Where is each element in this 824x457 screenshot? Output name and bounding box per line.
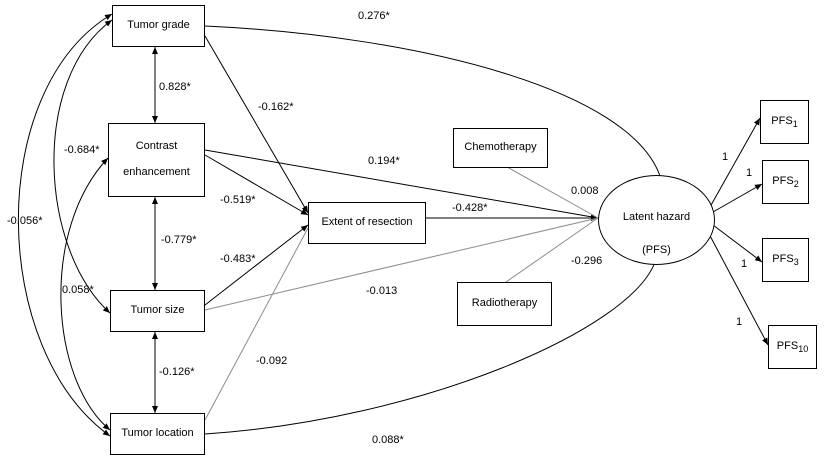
chemotherapy-label: Chemotherapy [464,141,537,154]
coef-grade-contrast: 0.828* [159,81,191,93]
latent-hazard-label-line1: Latent hazard [622,211,691,223]
edge-contrast-hazard [204,149,599,220]
coef-grade-size: -0.684* [64,144,100,156]
node-tumor-grade: Tumor grade [112,5,205,47]
radiotherapy-label: Radiotherapy [471,297,538,310]
coef-hazard-pfs1: 1 [722,151,729,163]
coef-grade-location: -0.056* [7,215,43,227]
pfs1-label: PFS1 [771,114,798,129]
node-pfs1: PFS1 [760,100,809,144]
coef-grade-hazard: 0.276* [358,10,390,22]
coef-eor-hazard: -0.428* [452,202,488,214]
edge-size-hazard [204,217,599,311]
edge-grade-hazard [204,25,661,177]
tumor-location-label: Tumor location [121,427,194,440]
coef-grade-eor: -0.162* [258,101,294,113]
node-chemotherapy: Chemotherapy [453,128,548,168]
pfs2-label: PFS2 [772,174,799,189]
edge-size-eor [204,224,309,306]
coef-size-eor: -0.483* [220,253,256,265]
coef-contrast-hazard: 0.194* [368,155,400,167]
coef-location-hazard: 0.088* [372,434,404,446]
edge-contrast-eor [204,154,309,216]
pfs3-label: PFS3 [772,252,799,267]
node-radiotherapy: Radiotherapy [457,282,552,326]
pfs10-label: PFS10 [776,339,809,354]
node-contrast-enhancement: Contrast enhancement [108,123,205,197]
edge-hazard-pfs1 [709,117,761,208]
coef-location-eor: -0.092 [256,355,288,367]
node-tumor-location: Tumor location [110,413,205,455]
coef-contrast-location: 0.058* [62,284,94,296]
contrast-label-line2: enhancement [123,166,190,179]
edge-hazard-pfs10 [707,231,769,346]
edge-grade-location [17,13,113,437]
coef-radio-hazard: -0.296 [571,255,603,267]
tumor-size-label: Tumor size [130,304,185,317]
edge-contrast-location [60,157,111,431]
edge-chemo-hazard [499,162,599,219]
coef-size-location: -0.126* [159,366,195,378]
tumor-grade-label: Tumor grade [127,19,190,32]
node-extent-of-resection: Extent of resection [308,202,426,244]
edge-location-eor [204,227,309,421]
node-tumor-size: Tumor size [110,290,205,332]
edge-location-hazard [204,261,656,435]
coef-size-hazard: -0.013 [366,285,398,297]
node-pfs3: PFS3 [762,238,809,282]
coef-contrast-size: -0.779* [161,234,197,246]
coef-hazard-pfs10: 1 [736,316,743,328]
coef-hazard-pfs2: 1 [746,167,753,179]
edge-grade-eor [204,35,309,214]
coef-chemo-hazard: 0.008 [571,185,599,197]
node-latent-hazard: Latent hazard (PFS) [598,175,715,265]
edge-grade-size [53,19,113,314]
latent-hazard-label-line2: (PFS) [642,244,671,256]
coef-contrast-eor: -0.519* [220,194,256,206]
node-pfs2: PFS2 [762,160,809,204]
edge-radio-hazard [505,217,599,283]
contrast-label-line1: Contrast [135,140,178,153]
edge-hazard-pfs3 [712,224,763,263]
edge-hazard-pfs2 [712,183,763,213]
extent-of-resection-label: Extent of resection [321,216,413,229]
coef-hazard-pfs3: 1 [741,258,748,270]
node-pfs10: PFS10 [768,325,817,369]
